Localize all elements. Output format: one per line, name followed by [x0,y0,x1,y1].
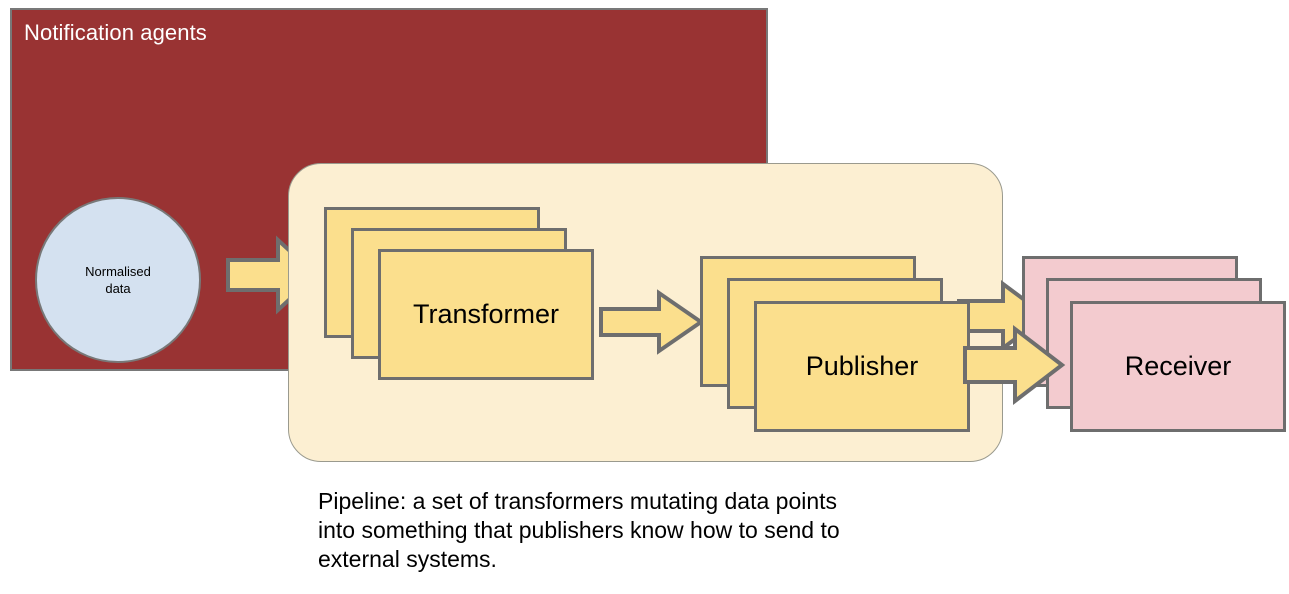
pipeline-caption: Pipeline: a set of transformers mutating… [318,488,840,572]
arrow-transformer-to-publisher [599,289,705,355]
transformer-label: Transformer [412,299,560,329]
transformer-stack: Transformer [324,207,594,380]
publisher-stack: Publisher [700,256,970,432]
normalised-data-label: Normalised data [85,264,151,296]
transformer-card-front: Transformer [378,249,594,380]
publisher-label: Publisher [805,351,919,381]
normalised-data-node: Normalised data [35,197,201,363]
receiver-card-front: Receiver [1070,301,1286,432]
receiver-stack: Receiver [1022,256,1286,432]
receiver-label: Receiver [1124,351,1232,381]
publisher-card-front: Publisher [754,301,970,432]
arrow-publisher-to-receiver-front [963,324,1066,406]
notification-agents-title: Notification agents [24,20,207,45]
